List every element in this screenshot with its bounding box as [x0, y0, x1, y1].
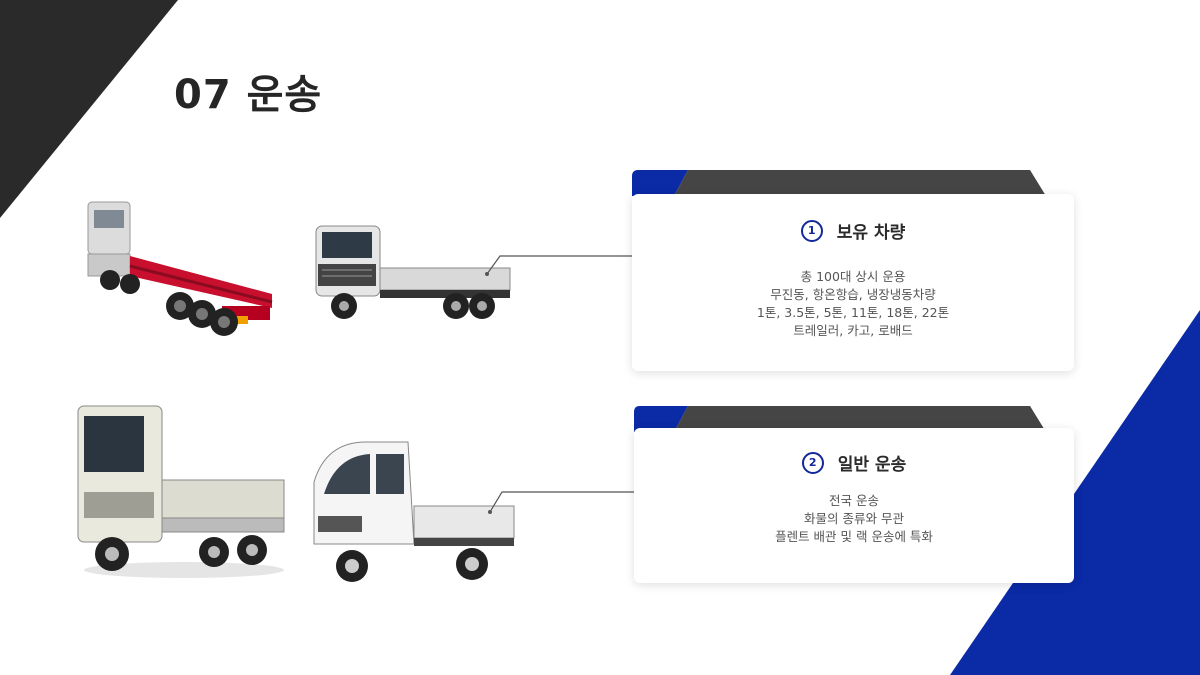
card-line: 1톤, 3.5톤, 5톤, 11톤, 18톤, 22톤	[756, 305, 950, 320]
card-line: 화물의 종류와 무관	[804, 511, 904, 526]
corner-blue-triangle	[950, 310, 1200, 675]
card-title: 일반 운송	[837, 455, 907, 475]
card-title: 보유 차량	[836, 223, 906, 243]
trailer-truck-icon	[87, 201, 273, 336]
card-tab-2	[634, 406, 1046, 432]
number-badge: 2	[801, 451, 824, 474]
page-title: 07 운송	[174, 72, 323, 118]
cargo-truck-icon	[315, 225, 511, 319]
card-owned-vehicles: 1 보유 차량 총 100대 상시 운용 무진동, 항온항습, 냉장냉동차량 1…	[632, 194, 1074, 371]
small-truck-icon	[313, 441, 515, 582]
medium-truck-icon	[77, 405, 285, 578]
card-line: 총 100대 상시 운용	[800, 269, 906, 284]
card-line: 무진동, 항온항습, 냉장냉동차량	[770, 287, 936, 302]
card-line: 전국 운송	[829, 493, 879, 508]
card-tab-1	[632, 170, 1046, 196]
card-line: 플렌트 배관 및 랙 운송에 특화	[775, 529, 933, 544]
corner-dark-triangle	[0, 0, 178, 218]
card-general-transport: 2 일반 운송 전국 운송 화물의 종류와 무관 플렌트 배관 및 랙 운송에 …	[634, 428, 1074, 583]
card-line: 트레일러, 카고, 로배드	[793, 323, 913, 338]
number-badge: 1	[800, 219, 823, 242]
